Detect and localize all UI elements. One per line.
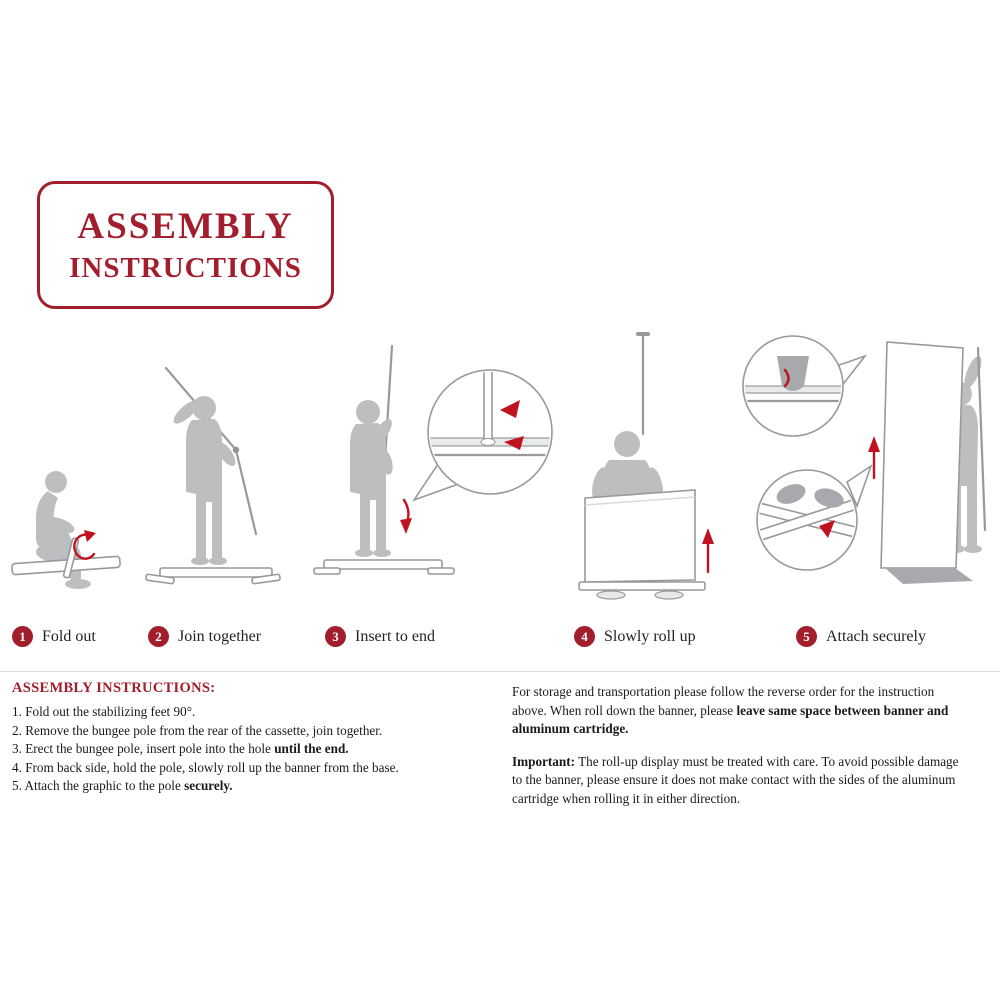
insert-arrow-icon [500, 400, 520, 418]
arrow-down-icon [400, 498, 412, 534]
step-label: Fold out [42, 627, 96, 645]
banner-graphic [880, 341, 964, 569]
step-number-badge: 3 [325, 626, 346, 647]
step5-illustration-attach-securely [735, 328, 990, 618]
step-number-badge: 2 [148, 626, 169, 647]
instruction-item-2: 2. Remove the bungee pole from the rear … [12, 722, 383, 738]
instruction-item-3: 3. Erect the bungee pole, insert pole in… [12, 741, 349, 756]
banner-attach-scene [868, 341, 987, 584]
hands-detail-magnifier [756, 464, 873, 571]
magnifier-detail [411, 369, 553, 502]
step-label: Join together [178, 627, 262, 645]
join-together-drawing [145, 366, 281, 585]
clamp-detail-magnifier [742, 335, 868, 437]
step-marker-5: 5 Attach securely [796, 626, 926, 647]
step-marker-2: 2 Join together [148, 626, 261, 647]
rotate-arrow-icon [73, 530, 96, 560]
step-label: Insert to end [355, 627, 435, 645]
step-marker-1: 1 Fold out [12, 626, 96, 647]
base-foot [885, 568, 973, 584]
step-marker-3: 3 Insert to end [325, 626, 435, 647]
roll-up-drawing [578, 332, 714, 600]
person-silhouette-standing [350, 400, 393, 557]
fold-out-drawing [11, 471, 121, 589]
pole [976, 346, 987, 532]
arrow-up-icon [702, 528, 714, 574]
banner [584, 489, 696, 583]
step-number-badge: 4 [574, 626, 595, 647]
instruction-item-5: 5. Attach the graphic to the pole secure… [12, 778, 233, 793]
step4-illustration-roll-up [575, 332, 720, 612]
important-note: Important: The roll-up display must be t… [512, 753, 959, 806]
person-silhouette-standing [173, 396, 236, 565]
arrow-up-icon [868, 436, 880, 480]
title-line-1: ASSEMBLY [77, 206, 294, 247]
storage-note: For storage and transportation please fo… [512, 684, 949, 736]
base-bar [145, 567, 281, 585]
magnifier-contents [430, 372, 550, 457]
step-marker-4: 4 Slowly roll up [574, 626, 696, 647]
attach-securely-drawing [742, 335, 987, 584]
notes-panel: For storage and transportation please fo… [512, 683, 964, 808]
step-number-badge: 1 [12, 626, 33, 647]
instructions-panel: ASSEMBLY INSTRUCTIONS: 1. Fold out the s… [12, 680, 498, 796]
person-silhouette-behind-banner [592, 431, 663, 502]
instructions-heading: ASSEMBLY INSTRUCTIONS: [12, 680, 216, 696]
pole-top [636, 332, 650, 436]
title-box: ASSEMBLY INSTRUCTIONS [37, 181, 334, 309]
step1-illustration-fold-out [6, 462, 128, 612]
title-line-2: INSTRUCTIONS [69, 252, 302, 284]
hole-arrow-icon [504, 436, 524, 450]
clamp-contents [745, 356, 841, 403]
instructions-list: 1. Fold out the stabilizing feet 90°. 2.… [12, 703, 498, 796]
step-number-badge: 5 [796, 626, 817, 647]
step3-illustration-insert-to-end [312, 342, 557, 612]
instruction-item-1: 1. Fold out the stabilizing feet 90°. [12, 704, 196, 719]
step2-illustration-join-together [138, 362, 288, 610]
section-divider [0, 671, 1000, 672]
step-label: Attach securely [826, 627, 926, 645]
step-label: Slowly roll up [604, 627, 696, 645]
hands-contents [759, 484, 855, 547]
insert-to-end-drawing [313, 344, 553, 575]
base-bar [313, 559, 455, 575]
instruction-item-4: 4. From back side, hold the pole, slowly… [12, 759, 399, 775]
base-bar [578, 581, 706, 600]
